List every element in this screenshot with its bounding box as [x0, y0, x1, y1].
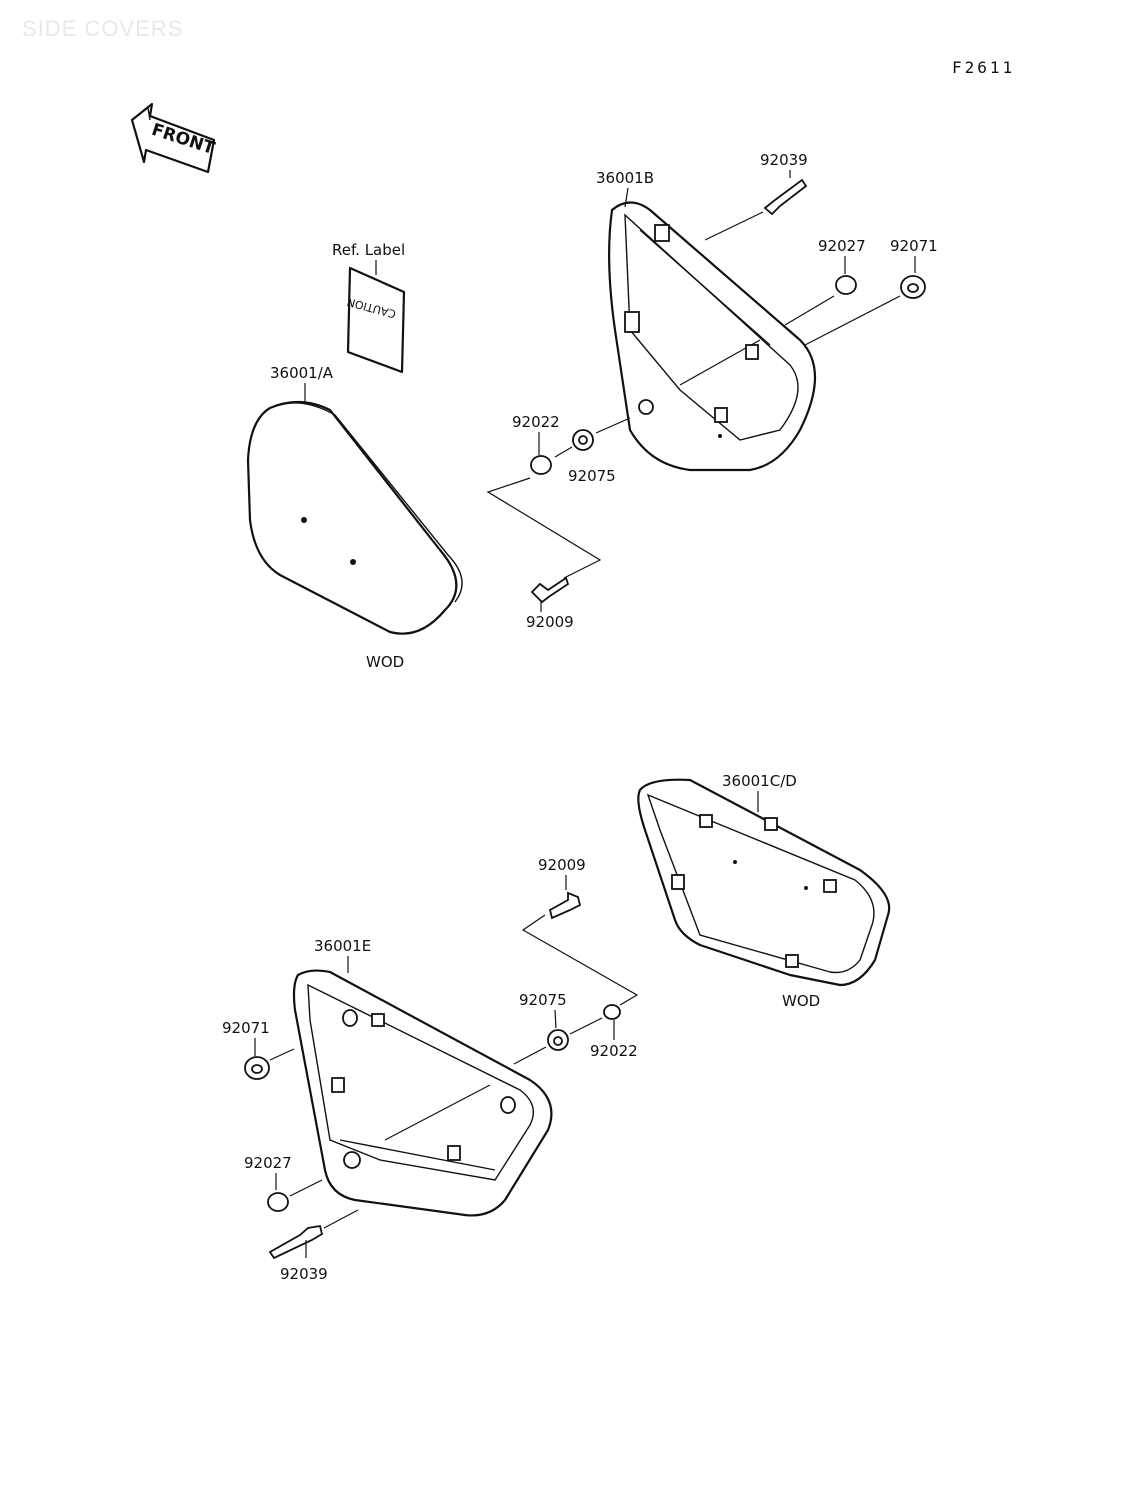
label-92027-bot: 92027: [244, 1154, 292, 1172]
label-92039-top: 92039: [760, 151, 808, 169]
label-92075-top: 92075: [568, 467, 616, 485]
label-36001b: 36001B: [596, 169, 654, 187]
label-92009-bot: 92009: [538, 856, 586, 874]
label-92039-bot: 92039: [280, 1265, 328, 1283]
label-wod-top: WOD: [366, 653, 404, 671]
label-92027-top: 92027: [818, 237, 866, 255]
side-cover-36001cd: 36001C/D WOD: [637, 772, 891, 1010]
label-36001a: 36001/A: [270, 364, 334, 382]
label-92071-top: 92071: [890, 237, 938, 255]
label-92075-bot: 92075: [519, 991, 567, 1009]
hardware-top-right: 92039 92027 92071 92022 92075: [486, 151, 938, 631]
ref-label-title: Ref. Label: [332, 241, 405, 259]
label-92071-bot: 92071: [222, 1019, 270, 1037]
side-cover-36001e: 36001E: [292, 937, 553, 1217]
label-92022-bot: 92022: [590, 1042, 638, 1060]
side-cover-36001b: 36001B: [596, 169, 816, 472]
label-36001e: 36001E: [314, 937, 371, 955]
hardware-bottom: 92009 92075 92022 92071 92027: [222, 856, 639, 1283]
figure-code: F2611: [952, 58, 1016, 77]
label-wod-bot: WOD: [782, 992, 820, 1010]
front-arrow-icon: FRONT: [130, 102, 217, 174]
side-cover-36001a: 36001/A WOD: [246, 364, 463, 671]
label-92022-top: 92022: [512, 413, 560, 431]
label-36001cd: 36001C/D: [722, 772, 797, 790]
label-92009-top: 92009: [526, 613, 574, 631]
section-watermark: SIDE COVERS: [22, 16, 184, 41]
ref-label-sticker: Ref. Label CAUTION: [332, 241, 405, 374]
